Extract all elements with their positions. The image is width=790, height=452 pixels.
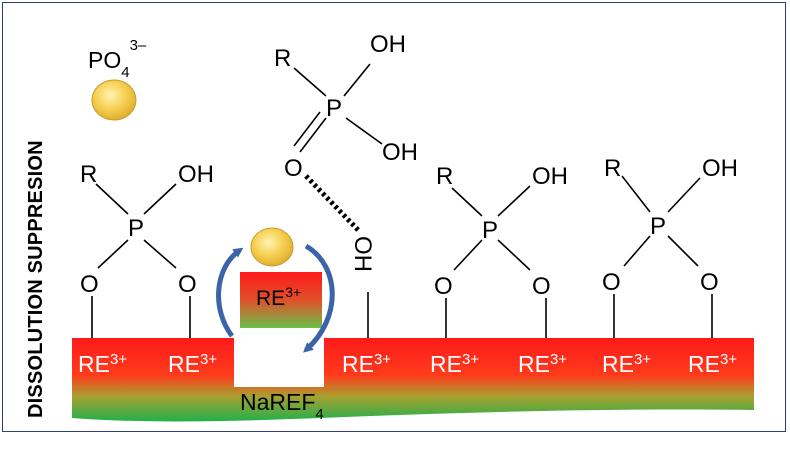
atom-r-1: R bbox=[80, 161, 97, 188]
resorb-arrow bbox=[303, 243, 335, 353]
dissolved-ion-label: RE3+ bbox=[256, 284, 301, 310]
atom-oh-free-1: OH bbox=[370, 31, 406, 58]
atom-r-free: R bbox=[274, 45, 291, 72]
atom-r-3: R bbox=[604, 155, 621, 182]
atom-oh-2: OH bbox=[532, 163, 568, 190]
phosphate-ion-label: PO43– bbox=[88, 37, 147, 81]
surface-ion-6: RE3+ bbox=[602, 351, 651, 378]
bound-phosphonate-3 bbox=[613, 175, 713, 338]
surface-hydroxyl: OH bbox=[349, 236, 376, 272]
surface-re-labels: RE3+ RE3+ RE3+ RE3+ RE3+ RE3+ RE3+ bbox=[78, 351, 737, 378]
side-title: DISSOLUTION SUPPRESION bbox=[25, 140, 47, 418]
dissolved-ion-sphere bbox=[250, 227, 294, 267]
phosphate-ion-sphere bbox=[91, 79, 137, 121]
atom-p-free: P bbox=[326, 95, 342, 122]
atom-o-free: O bbox=[284, 155, 303, 182]
nanocrystal-label: NaREF4 bbox=[240, 389, 324, 423]
atom-o-1a: O bbox=[80, 271, 99, 298]
bound-phosphonate-1 bbox=[91, 183, 191, 338]
atom-o-2a: O bbox=[434, 273, 453, 300]
free-phosphonic-acid bbox=[293, 63, 383, 153]
atom-p-1: P bbox=[128, 215, 144, 242]
bound-phosphonate-2 bbox=[445, 185, 547, 338]
atom-o-2b: O bbox=[532, 273, 551, 300]
atom-r-2: R bbox=[436, 163, 453, 190]
atom-p-3: P bbox=[650, 213, 666, 240]
dissolved-re-box bbox=[240, 272, 322, 328]
atom-oh-3: OH bbox=[702, 155, 738, 182]
surface-ion-7: RE3+ bbox=[688, 351, 737, 378]
surface-ion-5: RE3+ bbox=[518, 351, 567, 378]
atom-oh-free-2: OH bbox=[382, 139, 418, 166]
surface-ion-3: RE3+ bbox=[342, 351, 391, 378]
release-arrow bbox=[216, 247, 244, 338]
figure-frame bbox=[2, 2, 786, 432]
surface-ion-4: RE3+ bbox=[430, 351, 479, 378]
atom-o-3b: O bbox=[700, 269, 719, 296]
hydrogen-bond bbox=[304, 174, 362, 234]
atom-p-2: P bbox=[482, 217, 498, 244]
surface-ion-2: RE3+ bbox=[168, 351, 217, 378]
surface-ion-1: RE3+ bbox=[78, 351, 127, 378]
atom-oh-1: OH bbox=[178, 161, 214, 188]
atom-o-1b: O bbox=[178, 271, 197, 298]
atom-o-3a: O bbox=[602, 269, 621, 296]
